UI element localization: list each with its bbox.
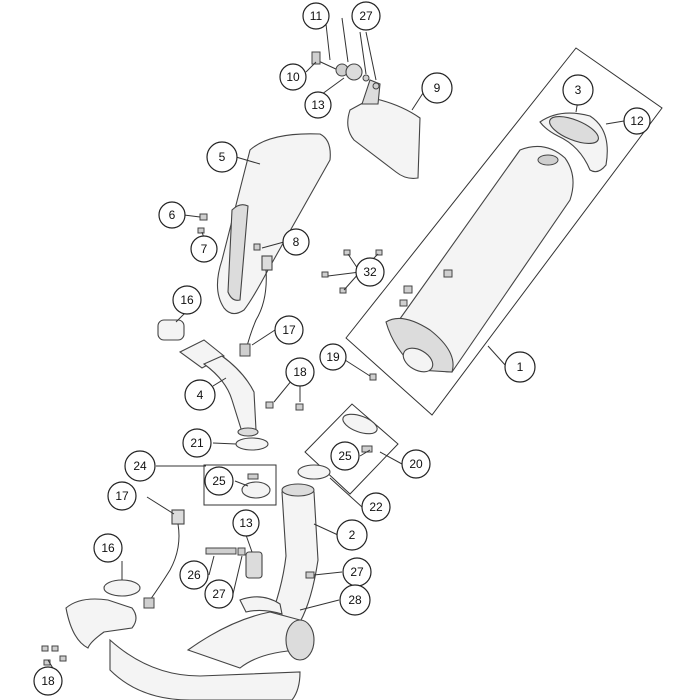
callout-27-top: 27 bbox=[351, 1, 381, 31]
svg-text:2: 2 bbox=[349, 528, 356, 542]
svg-text:17: 17 bbox=[115, 489, 129, 503]
svg-text:26: 26 bbox=[187, 568, 201, 582]
screw-6 bbox=[199, 213, 208, 221]
svg-text:27: 27 bbox=[350, 565, 364, 579]
callout-27-left: 27 bbox=[204, 579, 234, 609]
svg-text:11: 11 bbox=[310, 9, 323, 23]
gasket-22 bbox=[297, 464, 331, 480]
callout-1: 1 bbox=[504, 351, 536, 383]
svg-text:4: 4 bbox=[197, 388, 204, 402]
callout-16-upper: 16 bbox=[172, 285, 202, 315]
callout-5: 5 bbox=[206, 141, 238, 173]
callout-7: 7 bbox=[190, 235, 218, 263]
svg-text:16: 16 bbox=[101, 541, 115, 555]
clamp-kit-frame bbox=[304, 403, 399, 495]
washer-7 bbox=[197, 227, 205, 234]
svg-text:9: 9 bbox=[434, 81, 441, 95]
svg-text:18: 18 bbox=[41, 674, 55, 688]
screws-18-lower bbox=[41, 645, 67, 666]
svg-text:27: 27 bbox=[212, 587, 226, 601]
header-pipes bbox=[65, 596, 315, 700]
connecting-pipe bbox=[267, 483, 319, 625]
svg-text:16: 16 bbox=[180, 293, 194, 307]
screw-19 bbox=[369, 373, 377, 381]
callout-21: 21 bbox=[182, 428, 212, 458]
callout-18-upper: 18 bbox=[285, 357, 315, 387]
gasket-16-lower bbox=[103, 579, 141, 597]
callout-22: 22 bbox=[361, 492, 391, 522]
callout-18-lower: 18 bbox=[33, 666, 63, 696]
svg-text:1: 1 bbox=[517, 360, 524, 374]
manifold-cover bbox=[216, 133, 331, 315]
svg-text:3: 3 bbox=[575, 83, 582, 97]
svg-text:12: 12 bbox=[630, 114, 644, 128]
callout-11: 11 bbox=[302, 2, 330, 30]
callout-19: 19 bbox=[319, 343, 347, 371]
muffler-assembly-frame bbox=[345, 47, 663, 416]
svg-text:8: 8 bbox=[293, 235, 300, 249]
callout-20: 20 bbox=[401, 449, 431, 479]
clamp-assembly-frame bbox=[203, 464, 277, 506]
callout-9: 9 bbox=[421, 72, 453, 104]
svg-text:25: 25 bbox=[212, 474, 226, 488]
callout-10: 10 bbox=[279, 63, 307, 91]
callout-13-upper: 13 bbox=[304, 91, 332, 119]
gasket-16-upper bbox=[157, 319, 185, 341]
callout-6: 6 bbox=[158, 201, 186, 229]
svg-text:18: 18 bbox=[293, 365, 307, 379]
screw-18a bbox=[265, 401, 274, 409]
clamp-25-left bbox=[241, 473, 271, 499]
gasket-21 bbox=[235, 437, 269, 451]
svg-text:27: 27 bbox=[359, 9, 373, 23]
heat-shield bbox=[347, 79, 421, 179]
svg-text:20: 20 bbox=[409, 457, 423, 471]
screw-27-lower bbox=[305, 571, 315, 579]
mount-bolt-stack bbox=[311, 51, 380, 90]
callout-24: 24 bbox=[124, 450, 156, 482]
screw-8 bbox=[253, 243, 261, 251]
callout-27-right: 27 bbox=[342, 557, 372, 587]
svg-text:17: 17 bbox=[282, 323, 296, 337]
svg-text:28: 28 bbox=[348, 593, 362, 607]
callout-26: 26 bbox=[179, 560, 209, 590]
svg-text:22: 22 bbox=[369, 500, 383, 514]
svg-text:21: 21 bbox=[190, 436, 204, 450]
callout-32: 32 bbox=[355, 257, 385, 287]
callout-25-left: 25 bbox=[204, 466, 234, 496]
callout-13-lower: 13 bbox=[232, 509, 260, 537]
callout-4: 4 bbox=[184, 379, 216, 411]
muffler bbox=[385, 145, 574, 373]
callout-28: 28 bbox=[339, 584, 371, 616]
callout-3: 3 bbox=[562, 74, 594, 106]
callout-25-right: 25 bbox=[330, 441, 360, 471]
svg-text:7: 7 bbox=[201, 242, 208, 256]
svg-text:32: 32 bbox=[363, 265, 377, 279]
svg-text:24: 24 bbox=[133, 459, 147, 473]
svg-text:25: 25 bbox=[338, 449, 352, 463]
lambda-sensor-upper bbox=[239, 255, 273, 357]
svg-text:5: 5 bbox=[219, 150, 226, 164]
callout-8: 8 bbox=[282, 228, 310, 256]
callout-17-upper: 17 bbox=[274, 315, 304, 345]
leader-lines bbox=[47, 17, 625, 671]
svg-text:13: 13 bbox=[239, 516, 253, 530]
callout-12: 12 bbox=[623, 107, 651, 135]
callout-2: 2 bbox=[336, 519, 368, 551]
lambda-sensor-lower bbox=[143, 509, 185, 609]
muffler-end-cap bbox=[539, 112, 608, 173]
svg-text:19: 19 bbox=[326, 350, 340, 364]
svg-text:10: 10 bbox=[286, 70, 300, 84]
bracket-13-lower bbox=[205, 547, 263, 579]
header-pipe-flange bbox=[178, 339, 259, 437]
screw-18b bbox=[295, 403, 304, 411]
svg-text:6: 6 bbox=[169, 208, 176, 222]
clip-set-32 bbox=[321, 249, 383, 294]
callout-16-lower: 16 bbox=[93, 533, 123, 563]
svg-text:13: 13 bbox=[311, 98, 325, 112]
callout-17-lower: 17 bbox=[107, 481, 137, 511]
